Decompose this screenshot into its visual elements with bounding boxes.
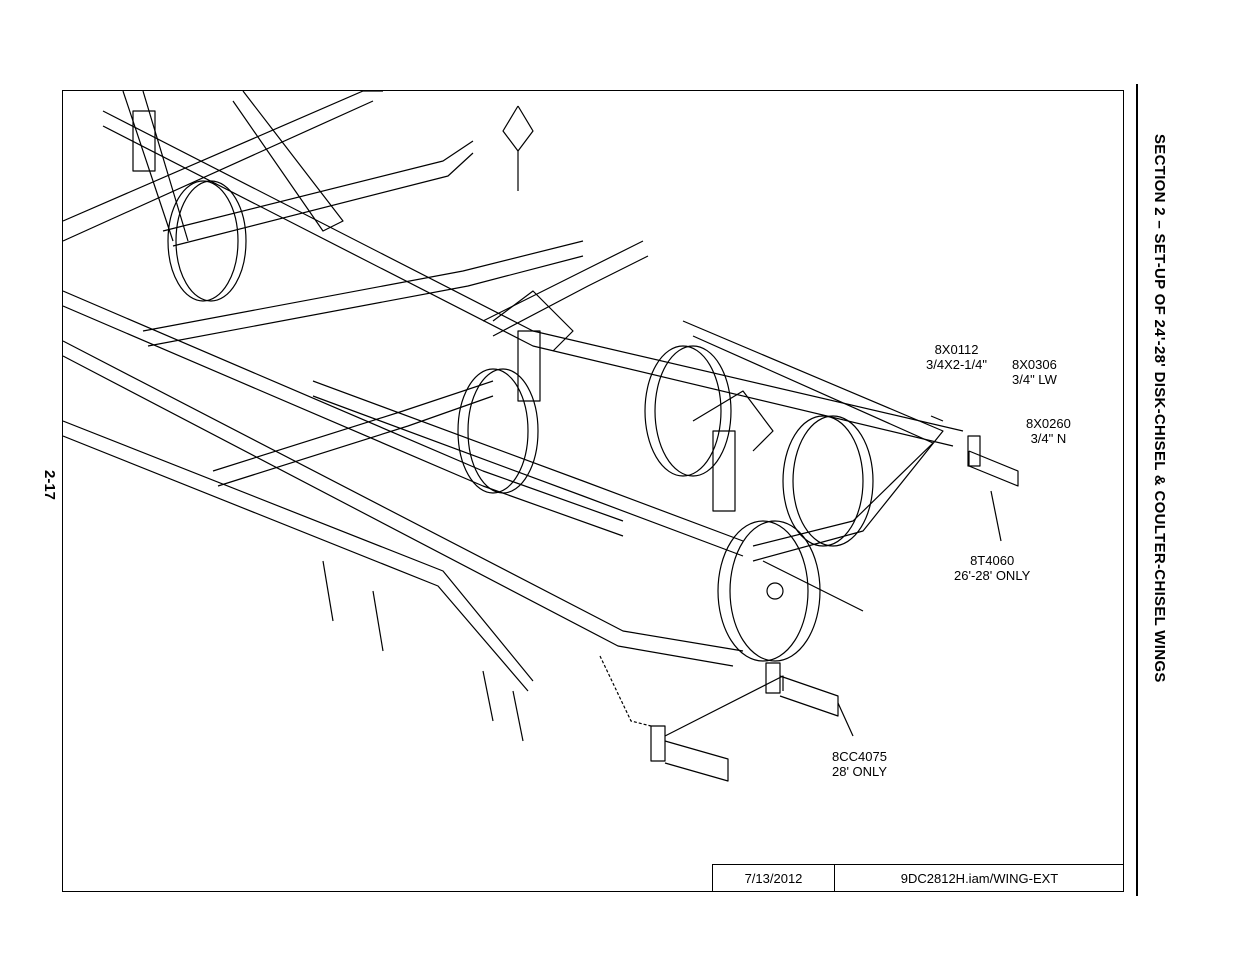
drawing-date: 7/13/2012 bbox=[713, 865, 835, 892]
section-divider bbox=[1136, 84, 1138, 896]
callout-8cc4075: 8CC4075 28' ONLY bbox=[832, 749, 887, 779]
callout-description: 3/4" N bbox=[1030, 431, 1067, 446]
callout-8x0112: 8X0112 3/4X2-1/4" bbox=[926, 342, 987, 372]
callout-8t4060: 8T4060 26'-28' ONLY bbox=[954, 553, 1030, 583]
page-number: 2-17 bbox=[41, 470, 58, 501]
drawing-file-name: 9DC2812H.iam/WING-EXT bbox=[900, 871, 1059, 886]
callout-description: 26'-28' ONLY bbox=[954, 568, 1031, 583]
callout-description: 28' ONLY bbox=[832, 764, 887, 779]
callout-part-number: 8X0306 bbox=[1012, 357, 1057, 372]
callout-description: 3/4X2-1/4" bbox=[926, 357, 987, 372]
callout-8x0260: 8X0260 3/4" N bbox=[1026, 416, 1071, 446]
callout-part-number: 8X0112 bbox=[934, 342, 979, 357]
callout-8x0306: 8X0306 3/4" LW bbox=[1012, 357, 1057, 387]
callout-part-number: 8CC4075 bbox=[832, 749, 887, 764]
implement-frame-drawing bbox=[63, 91, 1019, 782]
drawing-frame bbox=[62, 90, 1124, 892]
callout-part-number: 8X0260 bbox=[1026, 416, 1071, 431]
section-title: SECTION 2 – SET-UP OF 24'-28' DISK-CHISE… bbox=[1151, 134, 1168, 683]
title-block: 7/13/2012 9DC2812H.iam/WING-EXT bbox=[712, 864, 1124, 892]
callout-description: 3/4" LW bbox=[1012, 372, 1057, 387]
callout-part-number: 8T4060 bbox=[970, 553, 1015, 568]
